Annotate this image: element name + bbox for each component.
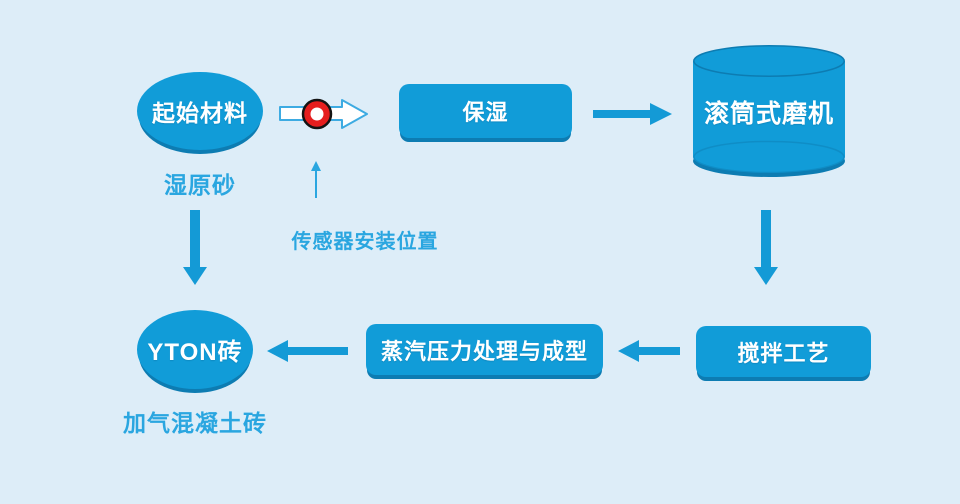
arrow-start-to-yton-shaft	[190, 210, 200, 267]
node-mixing: 搅拌工艺	[696, 326, 871, 377]
arrow-start-to-humidify	[279, 98, 368, 130]
arrow-mixing-to-steam-head	[618, 340, 639, 362]
arrow-drum-to-mixing-head	[754, 267, 778, 285]
node-steam-forming-label: 蒸汽压力处理与成型	[380, 338, 588, 364]
node-humidify: 保湿	[399, 84, 572, 138]
arrow-start-to-yton-head	[183, 267, 207, 285]
yton-brick-sublabel: 加气混凝土砖	[123, 410, 267, 436]
cylinder-shape	[693, 45, 845, 177]
node-yton-brick-label: YTON砖	[147, 339, 243, 366]
node-drum-mill: 滚筒式磨机	[693, 45, 845, 179]
arrow-drum-to-mixing-shaft	[761, 210, 771, 267]
cylinder-bottom-rim	[693, 140, 845, 174]
cylinder-body	[693, 61, 845, 173]
arrow-humidify-to-drum-head	[650, 103, 672, 125]
sensor-marker-center	[310, 107, 324, 121]
node-start-material: 起始材料	[137, 72, 263, 150]
node-steam-forming: 蒸汽压力处理与成型	[366, 324, 603, 375]
arrow-steam-to-yton-shaft	[288, 347, 348, 355]
node-start-material-label: 起始材料	[152, 100, 248, 126]
sensor-pointer-arrow-shaft	[315, 171, 317, 198]
node-mixing-label: 搅拌工艺	[737, 340, 830, 366]
node-drum-mill-label: 滚筒式磨机	[703, 100, 834, 128]
arrow-mixing-to-steam-shaft	[639, 347, 680, 355]
sensor-position-label: 传感器安装位置	[291, 231, 439, 253]
node-yton-brick: YTON砖	[137, 310, 253, 389]
start-material-sublabel: 湿原砂	[164, 172, 236, 198]
node-humidify-label: 保湿	[462, 100, 509, 125]
arrow-steam-to-yton-head	[267, 340, 288, 362]
cylinder-top	[693, 45, 845, 77]
sensor-pointer-arrow-head	[311, 161, 321, 171]
arrow-humidify-to-drum-shaft	[593, 110, 650, 118]
